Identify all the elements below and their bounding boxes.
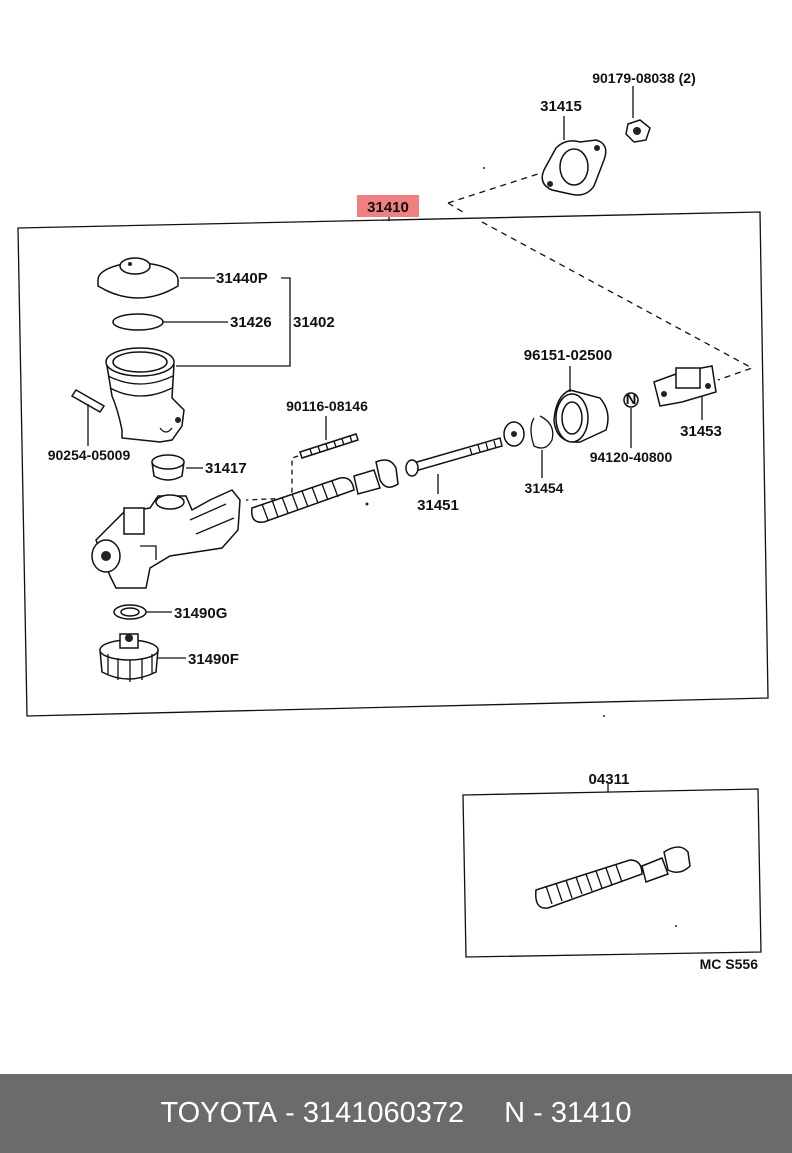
flange-nut-part [625,119,651,143]
reservoir-cap-part [97,257,179,299]
nut-symbol: N [626,391,637,408]
label-gasket-g[interactable]: 31490G [174,605,227,622]
footer-n-value: 31410 [550,1097,632,1129]
reservoir-body-part [105,347,185,443]
label-nut[interactable]: 94120-40800 [590,449,673,465]
label-clevis[interactable]: 31453 [680,423,722,440]
snap-ring-part [530,415,554,449]
footer-n-prefix: N [504,1097,526,1129]
clevis-part [653,365,717,407]
cap-gasket-part [112,313,164,331]
label-repair-kit[interactable]: 04311 [589,771,630,788]
drawing-code: MC S556 [700,956,759,972]
label-reservoir-cap[interactable]: 31440P [216,270,268,287]
label-stud-bolt[interactable]: 90116-08146 [286,398,368,414]
main-label-highlight [357,195,419,217]
grommet-part [151,454,185,481]
label-plug-f[interactable]: 31490F [188,651,239,668]
footer-brand: TOYOTA [160,1097,278,1129]
boot-part [553,389,609,443]
label-snap-ring[interactable]: 31454 [525,480,564,496]
parts-diagram: 31410 31415 90179-08038 (2) 31440P 31426… [17,70,769,972]
repair-kit-part [535,846,691,909]
spring-piston-part [251,459,399,523]
label-flange-nut[interactable]: 90179-08038 (2) [592,70,696,86]
label-main-assembly[interactable]: 31410 [367,199,409,216]
label-reservoir-pin[interactable]: 90254-05009 [48,447,131,463]
plug-f-part [99,633,159,682]
repair-kit-frame [462,788,762,958]
footer-part-number: 3141060372 [302,1097,465,1129]
cylinder-body-part [91,489,241,589]
flange-gasket-part [541,139,607,196]
footer-separator-2: - [525,1097,551,1129]
footer-bar: TOYOTA - 3141060372 N - 31410 [0,1074,792,1153]
footer-separator-1: - [277,1097,303,1129]
main-assembly-frame [17,211,769,717]
nut-part [623,392,639,408]
label-cap-gasket[interactable]: 31426 [230,314,272,331]
label-grommet[interactable]: 31417 [205,460,247,477]
stud-bolt-part [299,433,359,459]
label-reservoir-set[interactable]: 31402 [293,314,335,331]
reservoir-pin-part [70,389,106,413]
label-piston-rod[interactable]: 31451 [417,497,459,514]
label-flange-gasket[interactable]: 31415 [540,98,582,115]
label-boot[interactable]: 96151-02500 [524,347,612,364]
piston-rod-part [405,437,503,477]
